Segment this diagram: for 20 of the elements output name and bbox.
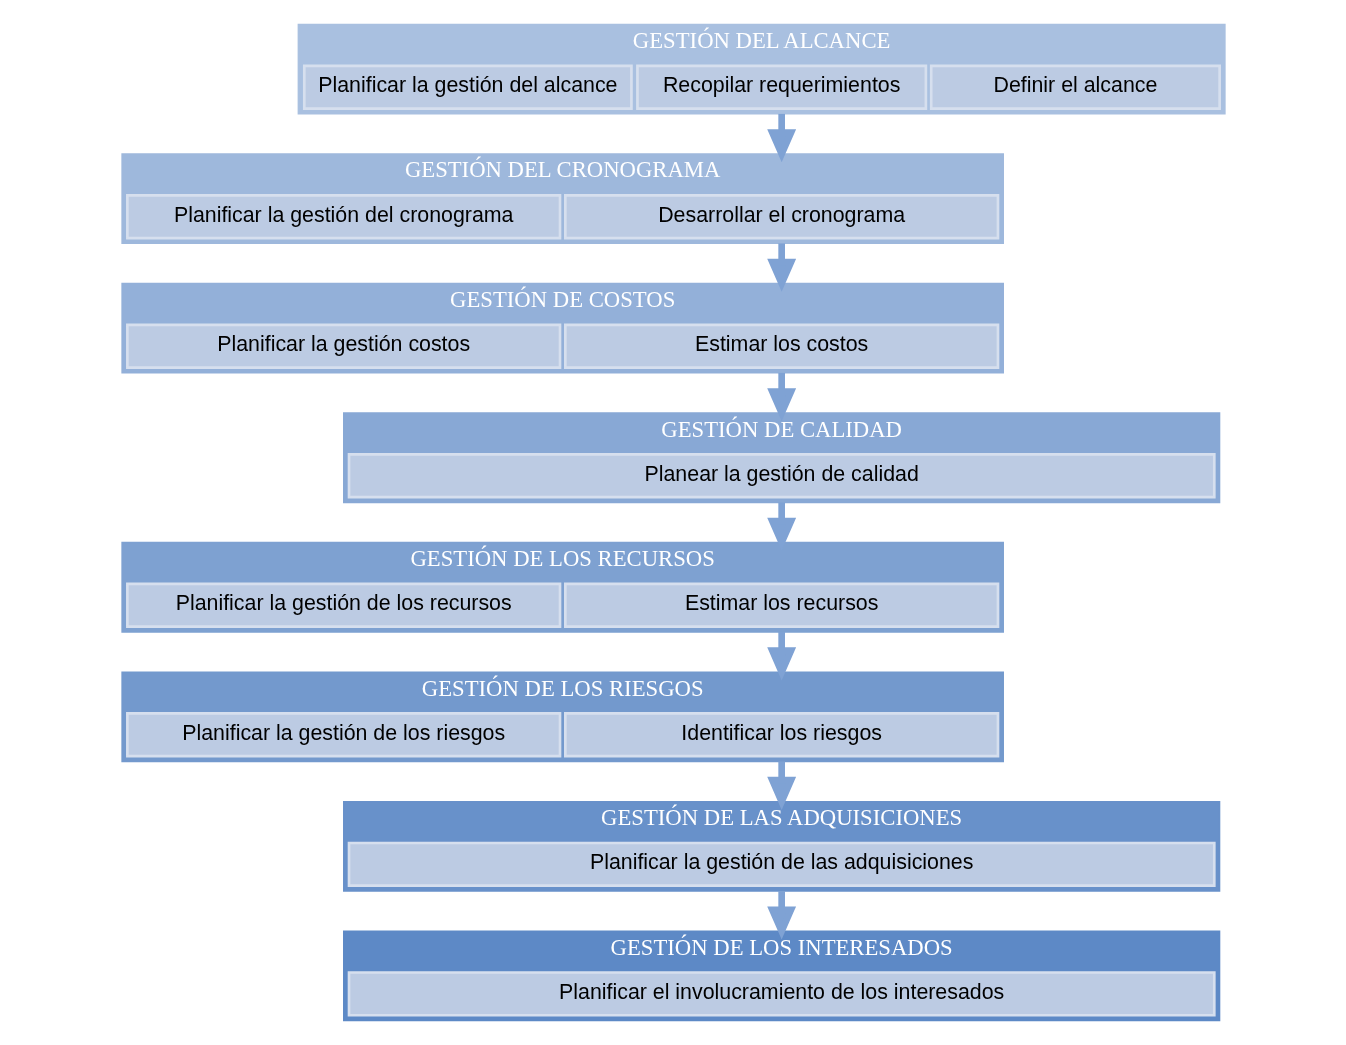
arrow (766, 113, 796, 163)
node-box: Identificar los riesgos (563, 712, 999, 758)
node-box: Estimar los costos (563, 323, 999, 369)
node-box: Planificar el involucramiento de los interesados (347, 971, 1216, 1017)
arrow (766, 243, 796, 292)
arrow (766, 891, 796, 940)
node-box: Planificar la gestión de las adquisiciones (347, 841, 1216, 888)
node-box: Planear la gestión de calidad (347, 453, 1216, 499)
arrow (766, 372, 796, 422)
node-box: Estimar los recursos (563, 582, 999, 628)
node-box: Definir el alcance (929, 64, 1221, 110)
arrow (766, 632, 796, 681)
node-box: Planificar la gestión costos (125, 323, 561, 369)
node-box: Planificar la gestión de los recursos (125, 582, 561, 628)
node-box: Desarrollar el cronograma (563, 194, 999, 240)
node-box: Planificar la gestión del cronograma (125, 194, 561, 240)
node-box: Planificar la gestión de los riesgos (125, 712, 561, 758)
arrow (766, 761, 796, 810)
node-box: Planificar la gestión del alcance (302, 64, 633, 110)
node-box: Recopilar requerimientos (635, 64, 927, 110)
